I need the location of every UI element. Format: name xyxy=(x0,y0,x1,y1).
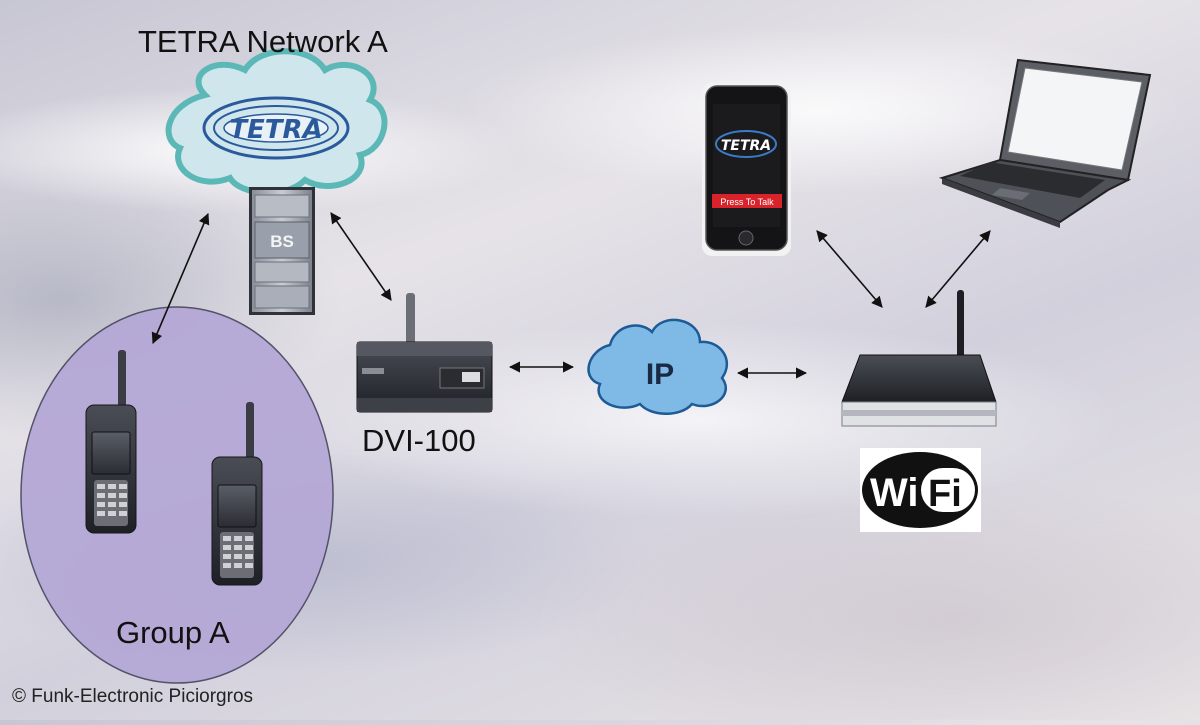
tetra-cloud-icon: TETRA xyxy=(165,48,388,196)
arrow-cloud-to-group xyxy=(151,212,210,345)
arrow-phone-to-router xyxy=(816,230,883,308)
wifi-router-icon xyxy=(841,290,997,427)
base-station-label: BS xyxy=(270,232,294,251)
ip-cloud-icon: IP xyxy=(587,318,729,415)
tetra-cloud-logo-text: TETRA xyxy=(229,115,322,145)
wifi-logo-text-right: Fi xyxy=(928,473,962,515)
ip-cloud-label: IP xyxy=(646,358,674,391)
dvi-gateway-icon xyxy=(356,293,493,413)
smartphone-logo-text: TETRA xyxy=(721,138,771,154)
group-label: Group A xyxy=(116,615,230,650)
laptop-icon xyxy=(938,58,1152,228)
base-station-icon: BS xyxy=(249,187,315,315)
radio-handset-icon xyxy=(211,402,263,586)
smartphone-icon: TETRA Press To Talk xyxy=(702,83,791,256)
gateway-label: DVI-100 xyxy=(362,423,476,458)
network-title: TETRA Network A xyxy=(138,24,388,59)
wifi-logo-icon: Wi Fi xyxy=(860,448,981,532)
copyright-notice: © Funk-Electronic Piciorgros xyxy=(12,686,254,707)
wifi-logo-text-left: Wi xyxy=(870,471,919,515)
press-to-talk-label: Press To Talk xyxy=(720,197,774,207)
arrow-laptop-to-router xyxy=(925,230,991,308)
radio-handset-icon xyxy=(85,350,137,534)
arrow-bs-to-dvi xyxy=(330,212,392,301)
